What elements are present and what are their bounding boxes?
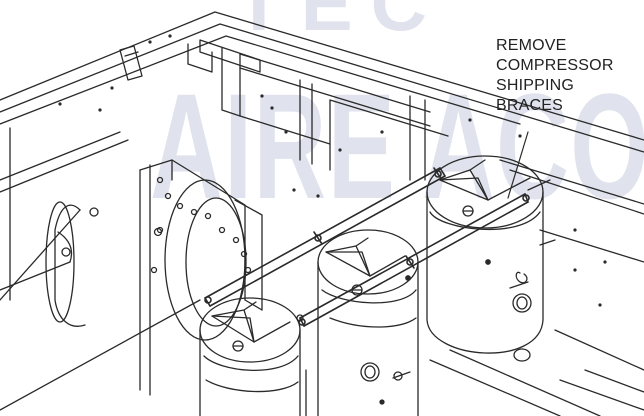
callout-line: REMOVE — [496, 37, 567, 54]
callout-remove-braces: REMOVE COMPRESSOR SHIPPING BRACES — [496, 36, 642, 116]
compressor-middle — [317, 229, 419, 416]
callout-line: BRACES — [496, 97, 563, 114]
shipping-braces — [204, 167, 530, 327]
base-frame — [0, 11, 644, 416]
heat-exchanger-vessel — [0, 201, 201, 411]
frame-bolt-holes — [58, 34, 607, 307]
callout-leader-line — [507, 131, 529, 199]
callout-line: COMPRESSOR — [496, 57, 614, 74]
callout-line: SHIPPING — [496, 77, 575, 94]
vessel-flange — [139, 159, 263, 396]
compressor-front — [199, 297, 307, 416]
watermark-logo-fragment: TEC — [235, 0, 445, 47]
compressor-right — [426, 155, 556, 362]
